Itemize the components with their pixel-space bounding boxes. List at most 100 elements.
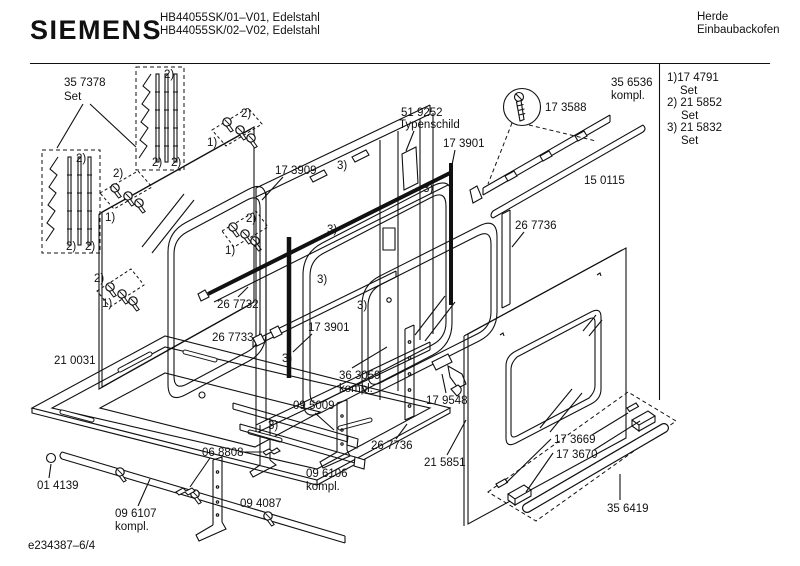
rack-rails-lower (67, 156, 92, 246)
part-door-gasket-frame: 17 3909 (167, 165, 317, 399)
part-number-09-6106: 09 6106 (306, 468, 348, 480)
part-suffix-kompl: kompl. (115, 521, 149, 533)
part-number-35-6419: 35 6419 (607, 503, 649, 515)
part-seal-rod-2: 17 3901 (286, 237, 350, 378)
legend-item-1-sub: Set (680, 85, 698, 97)
part-base-panel: 21 0031 (30, 335, 452, 486)
marker-1: 1) (225, 245, 235, 257)
part-number-06-8808: 06 8808 (202, 447, 244, 459)
part-number-17-3669: 17 3669 (554, 434, 596, 446)
part-number-01-4139: 01 4139 (37, 480, 79, 492)
part-rack-set-lower: 2) 2) 2) (41, 149, 101, 254)
marker-3: 3) (282, 353, 292, 365)
base-panel-slots (59, 349, 373, 443)
part-number-17-3901: 17 3901 (443, 138, 485, 150)
handle-screw-right (626, 402, 640, 413)
part-number-51-9252: 51 9252 (401, 107, 443, 119)
marker-2: 2) (85, 241, 95, 253)
part-number-21-5851: 21 5851 (424, 457, 466, 469)
part-number-35-7378: 35 7378 (64, 77, 106, 89)
part-name-typenschild: Typenschild (399, 119, 460, 131)
part-suffix-kompl: kompl. (611, 90, 645, 102)
marker-2: 2) (76, 153, 86, 165)
part-rack-set-upper: 2) 2) 2) (135, 66, 185, 171)
part-number-17-3901: 17 3901 (308, 322, 350, 334)
part-seal-rod-1: 17 3901 (443, 138, 485, 305)
model-line-1: HB44055SK/01–V01, Edelstahl (160, 12, 320, 24)
part-bar-26-7736-upper: 26 7736 (501, 209, 557, 309)
category-line-1: Herde (697, 11, 728, 23)
part-screw-17-3588: 17 3588 (487, 87, 597, 185)
part-strip-26-7732: 26 7732 (197, 171, 451, 311)
part-number-36-3059: 36 3059 (339, 370, 381, 382)
part-ring-01-4139 (45, 452, 57, 464)
corner-marks (499, 272, 602, 337)
marker-1: 1) (207, 137, 217, 149)
marker-3: 3) (357, 300, 367, 312)
part-typenschild: 51 9252 Typenschild (399, 107, 460, 191)
category-line-2: Einbaubackofen (697, 24, 779, 36)
part-number-17-3670: 17 3670 (556, 449, 598, 461)
part-clips-06-8808: 06 8808 (175, 447, 281, 496)
glass-shine (414, 295, 456, 342)
marker-2: 2) (152, 157, 162, 169)
part-bar-26-7736-lower: 26 7736 (371, 324, 415, 452)
marker-1: 1) (102, 298, 112, 310)
part-handle-assembly: 17 3669 17 3670 35 6419 (487, 391, 677, 522)
part-strip-26-7733: 26 7733 (212, 270, 397, 348)
screw-group-2: 2) 1) (99, 168, 153, 224)
marker-2: 2) (241, 108, 251, 120)
marker-2: 2) (66, 241, 76, 253)
marker-3: 3) (268, 420, 278, 432)
marker-2: 2) (164, 69, 174, 81)
part-channel-rails: 09 6106 kompl. (232, 402, 366, 493)
legend-item-3-sub: Set (681, 135, 699, 147)
part-number-17-3588: 17 3588 (545, 102, 587, 114)
part-latch-17-9548: 17 9548 (426, 353, 468, 407)
part-number-17-9548: 17 9548 (426, 395, 468, 407)
marker-3: 3) (317, 274, 327, 286)
part-number-26-7736: 26 7736 (515, 220, 557, 232)
part-door-frame (249, 104, 434, 478)
marker-3: 3) (337, 160, 347, 172)
part-suffix-kompl: kompl. (306, 481, 340, 493)
label-35-7378: 35 7378 Set (56, 77, 137, 149)
part-trim-15-0115: 15 0115 (490, 124, 646, 219)
marker-3: 3) (327, 224, 337, 236)
part-number-09-4087: 09 4087 (240, 498, 282, 510)
marker-3: 3) (423, 183, 433, 195)
legend-item-2: 2) 21 5852 (667, 97, 722, 109)
legend-item-1: 1)17 4791 (667, 72, 719, 84)
part-number-15-0115: 15 0115 (584, 175, 625, 187)
marker-2: 2) (113, 168, 123, 180)
header: SIEMENS HB44055SK/01–V01, Edelstahl HB44… (30, 11, 779, 400)
handle-screw-left (495, 478, 509, 489)
part-number-09-6107: 09 6107 (115, 508, 157, 520)
legend: 1)17 4791 Set 2) 21 5852 Set 3) 21 5832 … (667, 72, 722, 147)
part-number-09-5009: 09 5009 (293, 400, 335, 412)
part-number-26-7732: 26 7732 (217, 299, 259, 311)
model-line-2: HB44055SK/02–V02, Edelstahl (160, 25, 320, 37)
part-inner-door-glass: 36 3059 kompl. (302, 182, 453, 416)
part-bracket-09-5009: 09 5009 (293, 399, 351, 469)
part-number-26-7736: 26 7736 (371, 440, 413, 452)
legend-item-2-sub: Set (681, 110, 699, 122)
part-number-21-0031: 21 0031 (54, 355, 96, 367)
part-trim-35-6536: 35 6536 kompl. (469, 77, 653, 204)
glass-shine (539, 314, 603, 433)
screw-group-4: 2) 1) (221, 210, 269, 257)
glass-shine (141, 193, 195, 254)
part-outer-door-panel: 21 5851 (424, 247, 627, 526)
screw-group-3: 2) 1) (94, 268, 145, 312)
marker-2: 2) (171, 157, 181, 169)
part-number-26-7733: 26 7733 (212, 332, 254, 344)
rack-rails-upper (155, 73, 178, 163)
legend-item-3: 3) 21 5832 (667, 122, 722, 134)
part-front-rail: 01 4139 09 6107 kompl. (37, 451, 346, 544)
screw-group-1: 2) 1) (207, 107, 263, 149)
part-bracket-09-4087: 09 4087 (195, 456, 282, 542)
part-suffix-set: Set (64, 91, 82, 103)
part-inner-glass-panel (98, 126, 255, 390)
